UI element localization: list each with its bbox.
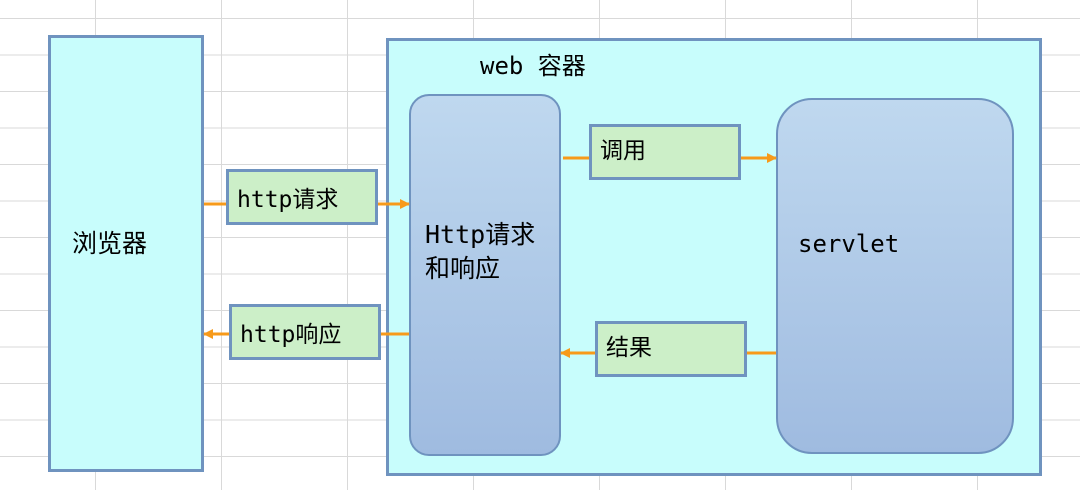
http-label-line1: Http请求 [425,220,536,249]
http-request-response-label: Http请求 和响应 [425,218,535,286]
invoke-edge-label: 调用 [589,124,741,180]
browser-node [48,35,204,472]
http-request-edge-label: http请求 [226,169,378,225]
servlet-label: servlet [798,230,900,258]
result-edge-label: 结果 [595,321,747,377]
http-request-response-node [409,94,561,456]
http-label-line2: 和响应 [425,254,501,283]
http-response-edge-label: http响应 [229,304,381,360]
servlet-node [776,98,1014,454]
browser-label: 浏览器 [72,229,148,258]
web-container-label: web 容器 [480,52,586,80]
